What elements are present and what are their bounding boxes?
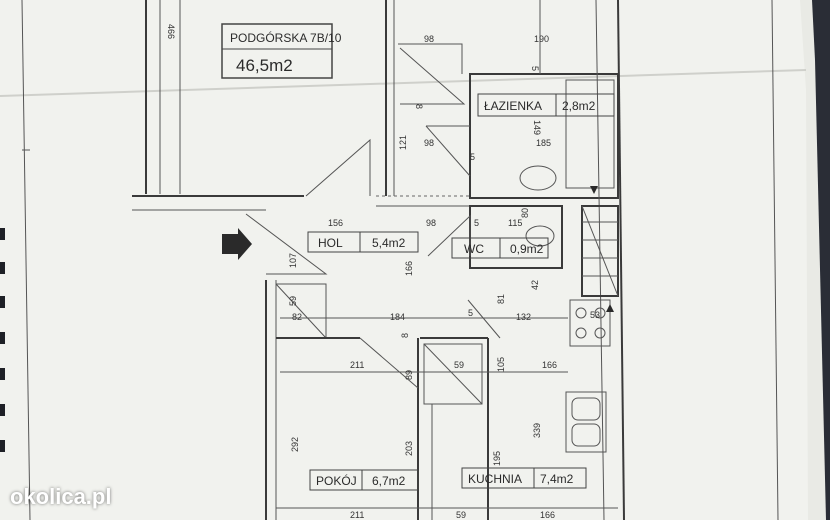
title-block: PODGÓRSKA 7B/10 46,5m2 [221,23,342,79]
dimension-label: 98 [424,138,434,148]
room-name-wc: WC [464,242,484,256]
dimension-label: 166 [404,261,414,276]
dimension-label: 59 [454,360,464,370]
dimension-label: 211 [350,360,364,370]
dimension-label: 8 [414,104,424,109]
room-name-kitchen: KUCHNIA [468,472,522,486]
binder-holes [0,228,5,452]
dimension-label: 5 [468,308,473,318]
kitchen-sink [565,391,607,453]
dimension-labels: 466 98 190 5 8 149 121 98 5 185 156 98 5… [166,24,600,520]
room-area-hall: 5,4m2 [372,236,406,250]
dimension-label: 89 [404,370,414,380]
dimension-label: 166 [540,510,555,520]
dimension-label: 211 [350,510,364,520]
dimension-label: 292 [290,437,300,452]
paper-fold [0,69,807,97]
dimension-label: 98 [424,34,434,44]
dimension-label: 105 [496,357,506,372]
room-area-room: 6,7m2 [372,474,406,488]
arrow-marker-icon [590,186,598,194]
dimension-label: 59 [288,296,298,306]
dimension-label: 466 [166,24,176,39]
dimension-label: 8 [400,333,410,338]
bathroom-walls [398,0,625,520]
arrow-marker-icon [606,304,614,312]
plan-border [21,0,779,520]
dimension-label: 339 [532,423,542,438]
total-area-label: 46,5m2 [236,56,293,75]
upper-room-walls [132,0,470,211]
dimension-label: 98 [426,218,436,228]
dimension-label: 59 [456,510,466,520]
room-area-bathroom: 2,8m2 [562,99,596,113]
dimension-label: 81 [496,294,506,304]
room-area-wc: 0,9m2 [510,242,544,256]
dimension-label: 190 [534,34,549,44]
room-area-kitchen: 7,4m2 [540,472,574,486]
entrance-arrow-icon [222,228,252,260]
dimension-label: 5 [470,152,475,162]
room-name-hall: HOL [318,236,343,250]
dimension-label: 5 [530,66,540,71]
dimension-label: 149 [532,120,542,135]
ventilation-shafts [581,205,619,297]
dimension-label: 53 [590,310,600,320]
dimension-label: 156 [328,218,343,228]
room-name-bathroom: ŁAZIENKA [484,99,542,113]
paper-sheet [0,0,808,520]
room-name-room: POKÓJ [316,473,357,488]
dimension-label: 203 [404,441,414,456]
dimension-label: 166 [542,360,557,370]
dimension-label: 42 [530,280,540,290]
dimension-label: 82 [292,312,302,322]
dimension-label: 132 [516,312,531,322]
dimension-label: 185 [536,138,551,148]
stove [569,299,611,347]
dimension-label: 107 [288,253,298,268]
dimension-label: 5 [474,218,479,228]
watermark-logo: okolica.pl [10,484,112,509]
dimension-label: 80 [520,208,530,218]
dimension-label: 115 [508,218,522,228]
address-label: PODGÓRSKA 7B/10 [230,30,342,45]
dimension-label: 195 [492,451,502,466]
dimension-label: 121 [398,135,408,150]
dimension-label: 184 [390,312,405,322]
wc-walls [427,205,563,269]
room-labels: ŁAZIENKA 2,8m2 HOL 5,4m2 WC 0,9m2 POKÓJ … [307,93,615,491]
